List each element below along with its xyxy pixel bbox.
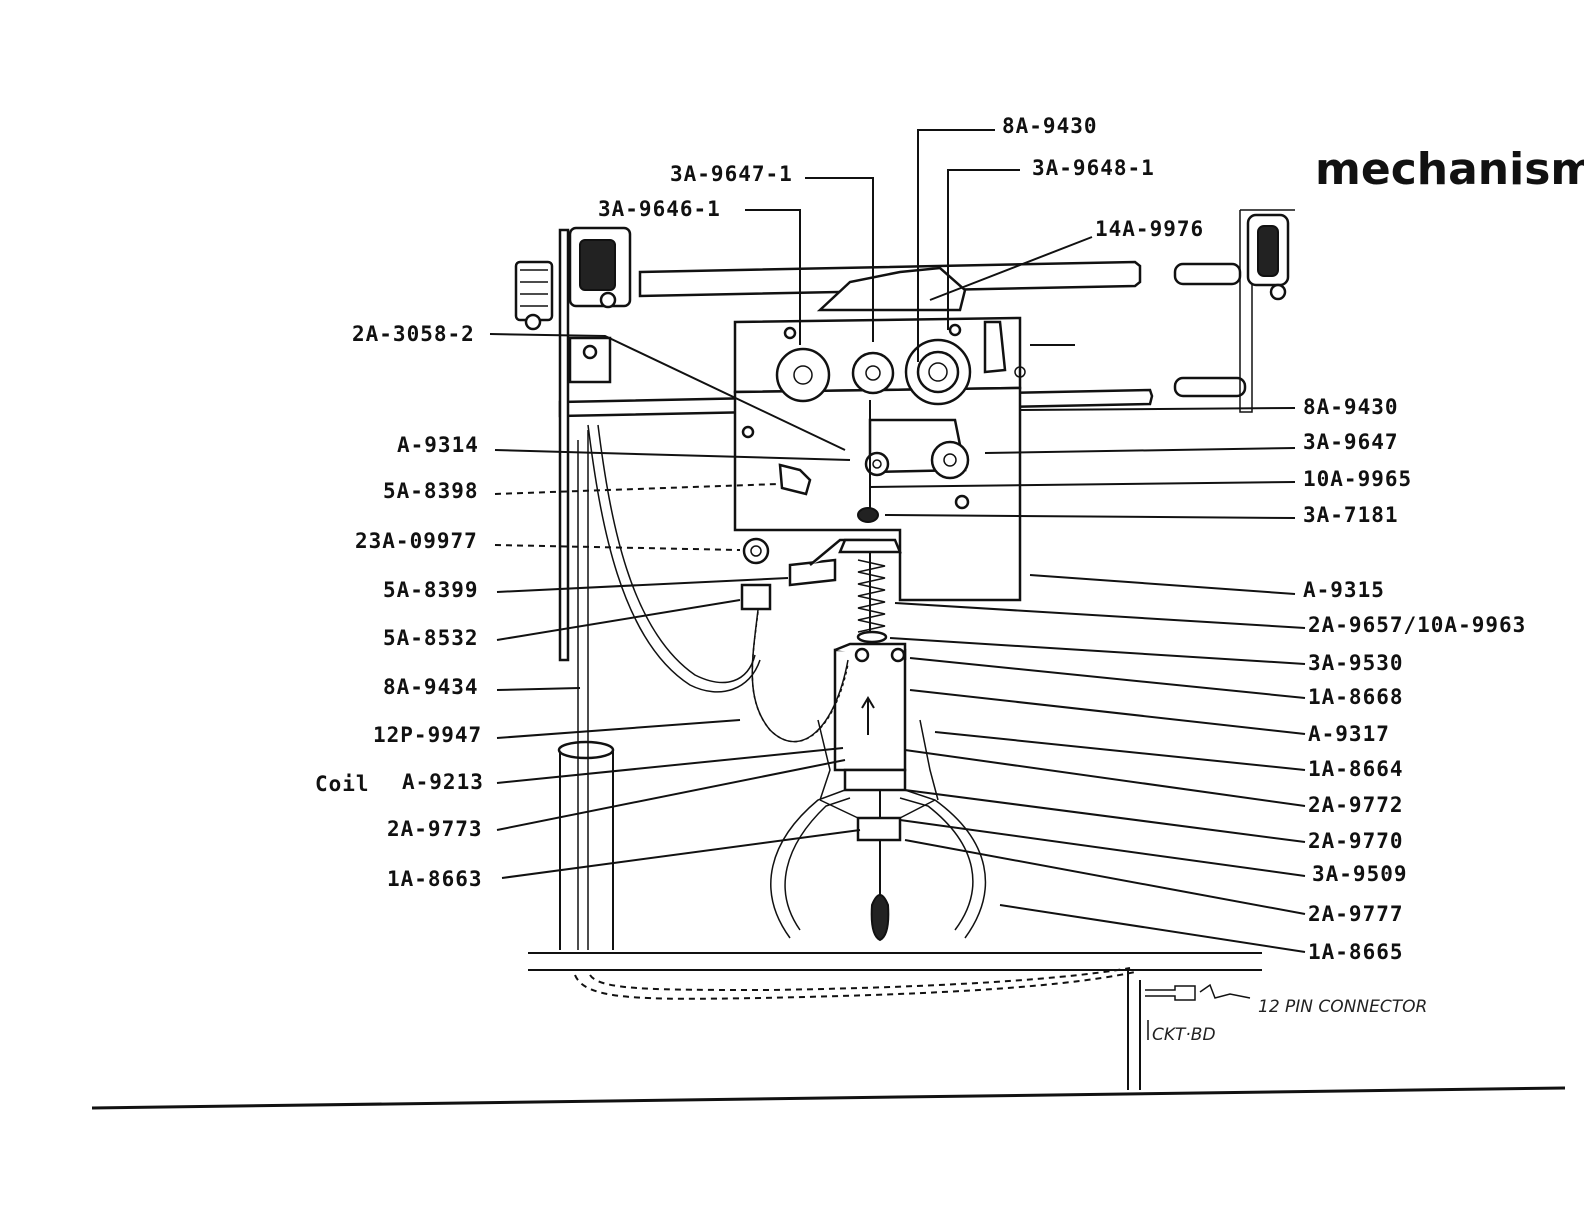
label-3a-7181: 3A-7181 <box>1303 503 1399 527</box>
label-8a-9434: 8A-9434 <box>383 675 479 699</box>
diagram-title: mechanism <box>1315 144 1584 195</box>
label-5a-8532: 5A-8532 <box>383 626 479 650</box>
left-pulley-assembly <box>514 226 632 384</box>
label-1a-8664: 1A-8664 <box>1308 757 1404 781</box>
label-2a-9770: 2A-9770 <box>1308 829 1404 853</box>
label-a-9315: A-9315 <box>1303 578 1385 602</box>
label-2a-9777: 2A-9777 <box>1308 902 1404 926</box>
label-5a-8398: 5A-8398 <box>383 479 479 503</box>
label-a-9317: A-9317 <box>1308 722 1390 746</box>
label-2a-9657-10a-9963: 2A-9657/10A-9963 <box>1308 613 1526 637</box>
leader-lines <box>489 129 1306 953</box>
label-3a-9647: 3A-9647 <box>1303 430 1399 454</box>
label-8a-9430-right: 8A-9430 <box>1303 395 1399 419</box>
label-coil: Coil <box>315 772 370 796</box>
label-14a-9976: 14A-9976 <box>1095 217 1204 241</box>
label-3a-9530: 3A-9530 <box>1308 651 1404 675</box>
part-labels-left: 2A-3058-2 A-9314 5A-8398 23A-09977 5A-83… <box>315 322 484 891</box>
label-2a-3058-2: 2A-3058-2 <box>352 322 475 346</box>
label-12p-9947: 12P-9947 <box>373 723 482 747</box>
label-3a-9646-1: 3A-9646-1 <box>598 197 721 221</box>
part-labels-top: 8A-9430 3A-9647-1 3A-9648-1 3A-9646-1 14… <box>598 114 1204 241</box>
label-23a-09977: 23A-09977 <box>355 529 478 553</box>
label-3a-9647-1: 3A-9647-1 <box>670 162 793 186</box>
label-3a-9648-1: 3A-9648-1 <box>1032 156 1155 180</box>
label-8a-9430-top: 8A-9430 <box>1002 114 1098 138</box>
part-labels-right: 8A-9430 3A-9647 10A-9965 3A-7181 A-9315 … <box>1303 395 1526 964</box>
label-3a-9509: 3A-9509 <box>1312 862 1408 886</box>
label-2a-9772: 2A-9772 <box>1308 793 1404 817</box>
label-1a-8668: 1A-8668 <box>1308 685 1404 709</box>
label-1a-8665: 1A-8665 <box>1308 940 1404 964</box>
right-pulley-assembly <box>1246 213 1290 301</box>
claw-assembly <box>770 719 987 942</box>
label-circuit-board: CKT·BD <box>1152 1025 1216 1045</box>
crane-mechanism-drawing <box>91 209 1566 1110</box>
label-2a-9773: 2A-9773 <box>387 817 483 841</box>
label-1a-8663: 1A-8663 <box>387 867 483 891</box>
label-12-pin-connector: 12 PIN CONNECTOR <box>1258 997 1427 1017</box>
label-5a-8399: 5A-8399 <box>383 578 479 602</box>
label-10a-9965: 10A-9965 <box>1303 467 1412 491</box>
label-a-9314: A-9314 <box>397 433 479 457</box>
label-a-9213: A-9213 <box>402 770 484 794</box>
